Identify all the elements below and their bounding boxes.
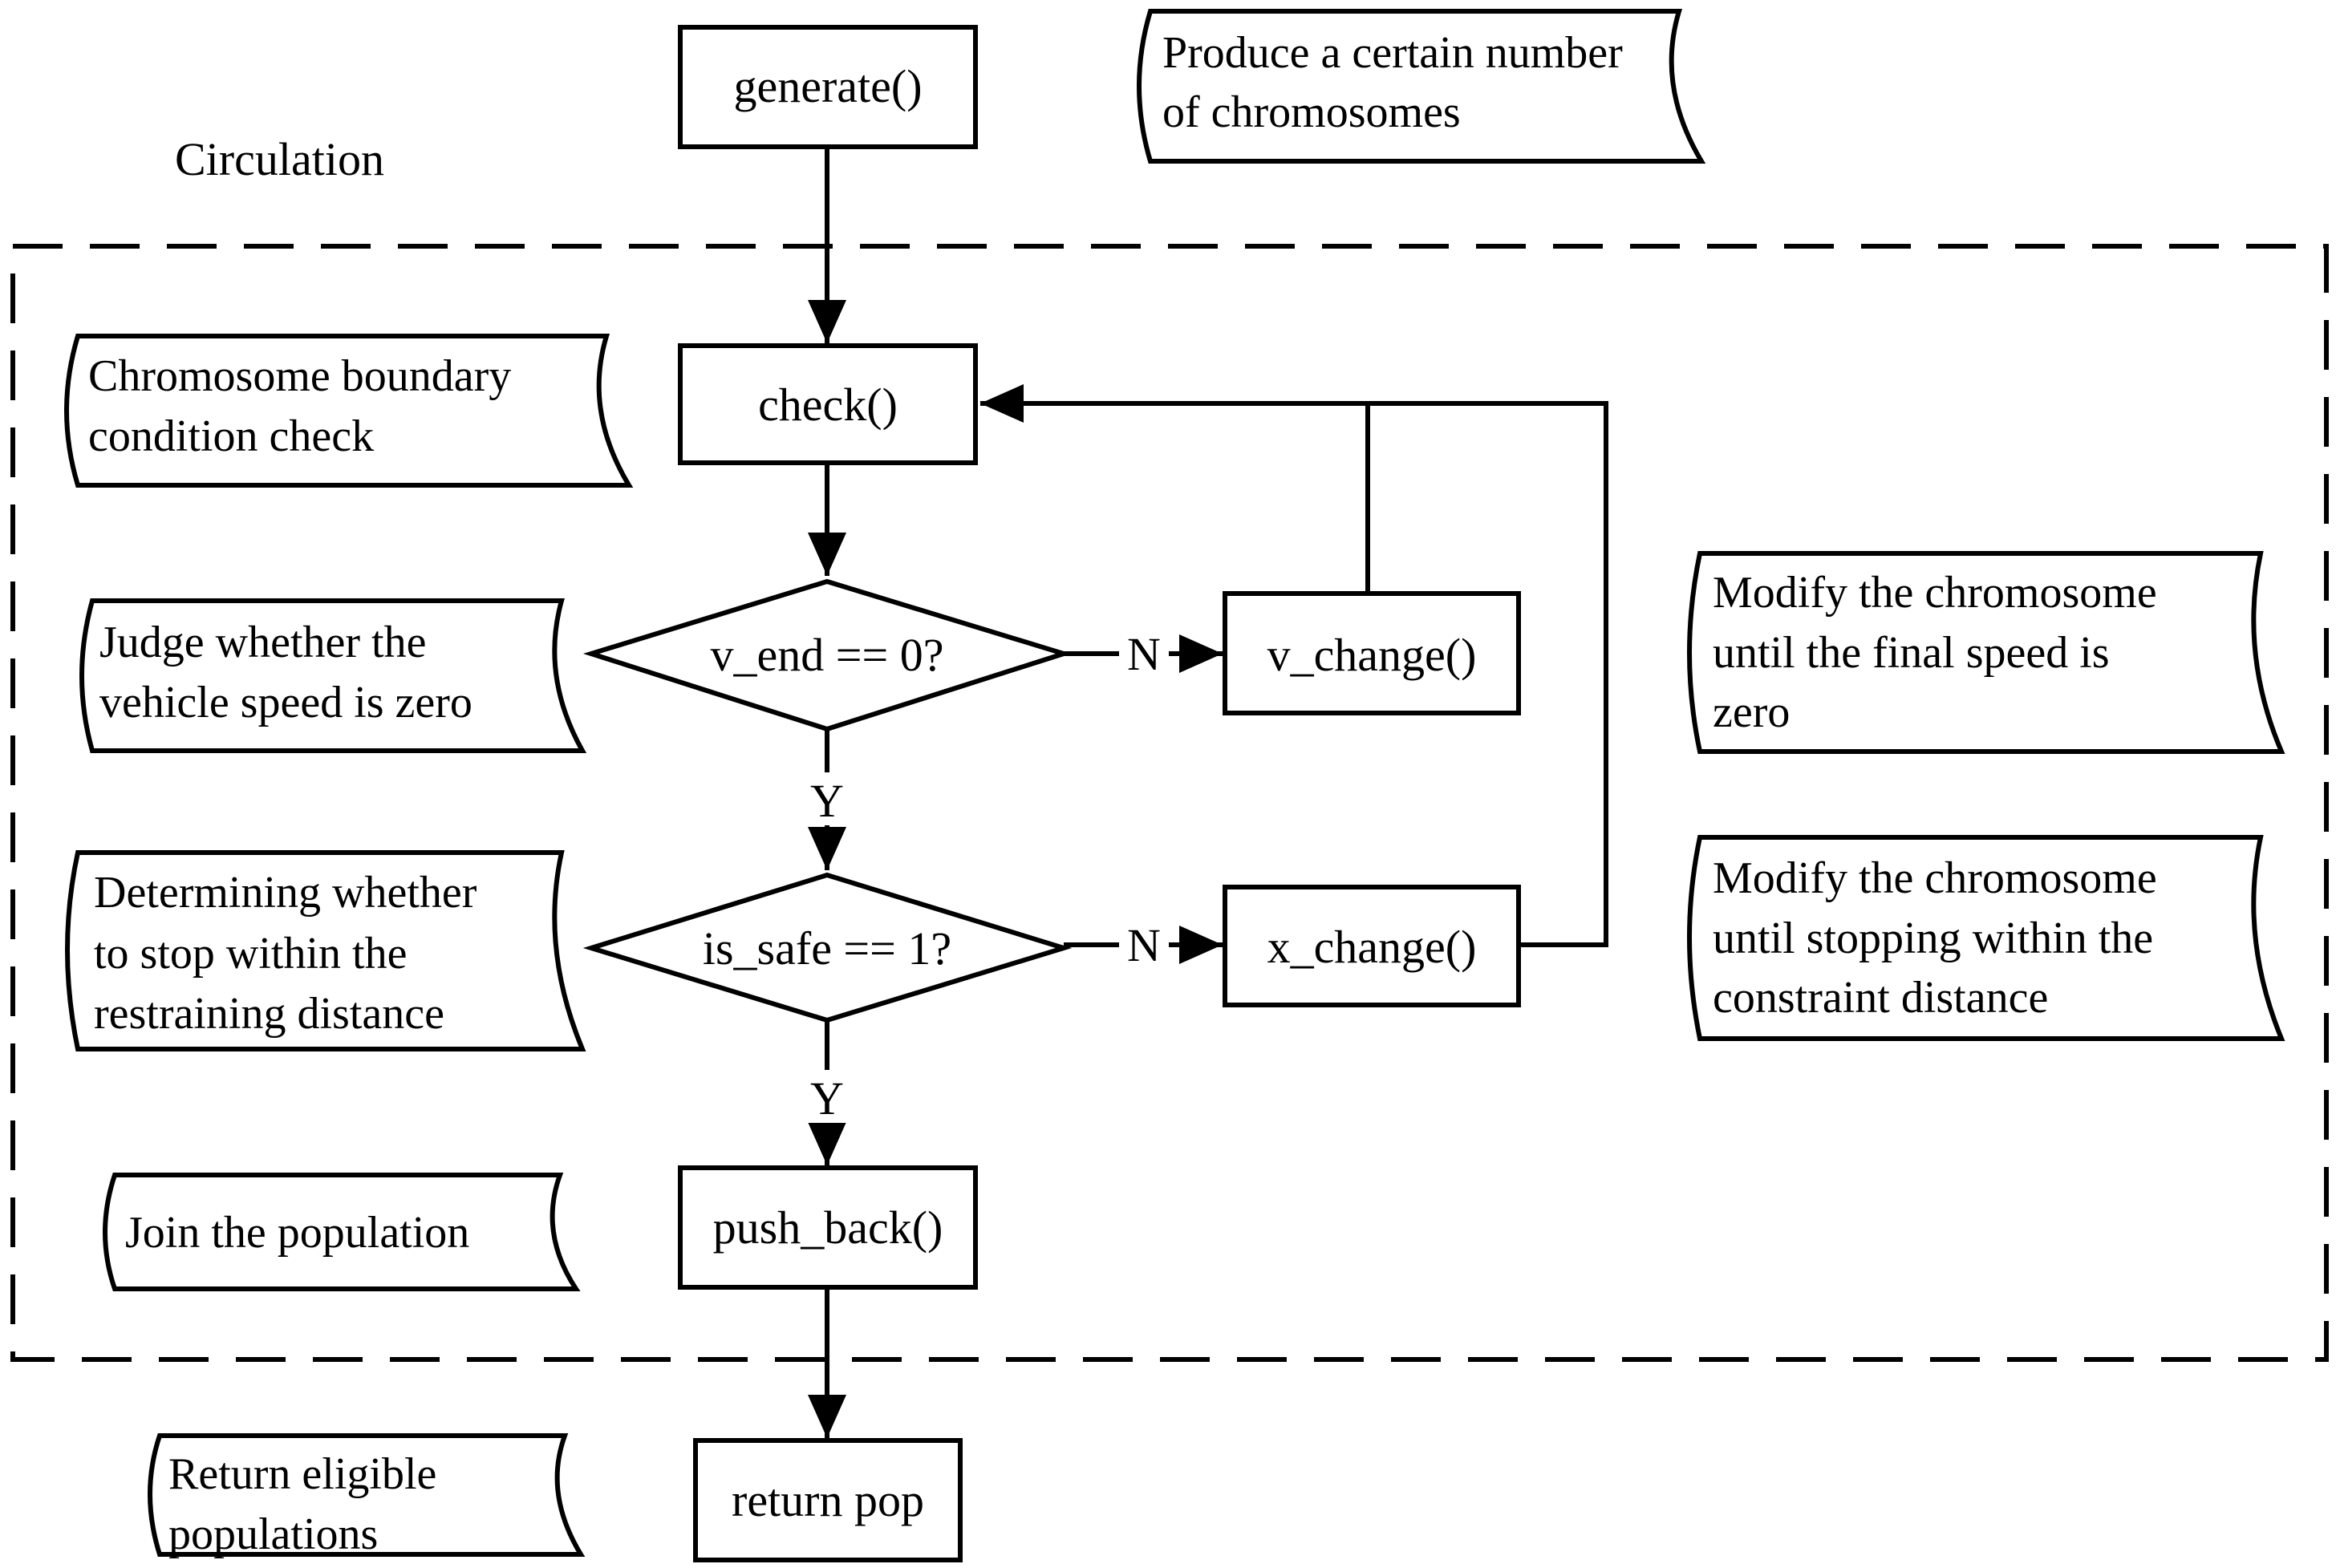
- note-v-change-shape: [1687, 551, 2285, 754]
- check-box: [678, 343, 978, 465]
- note-return-pop-line: populations: [168, 1509, 378, 1559]
- note-x-change-line: until stopping within the: [1713, 914, 2153, 963]
- note-generate-line: of chromosomes: [1162, 87, 1461, 137]
- note-push-back-text: Join the population: [125, 1208, 469, 1258]
- note-x-change-line: constraint distance: [1713, 973, 2048, 1023]
- return-pop-label: return pop: [732, 1474, 924, 1526]
- note-generate-text: Produce a certain number of chromosomes: [1162, 28, 1634, 137]
- v-end-yes-label: Y: [810, 775, 844, 827]
- note-return-pop-text: Return eligible populations: [168, 1449, 448, 1559]
- x-change-label: x_change(): [1267, 921, 1477, 973]
- process-nodes: [582, 25, 1521, 1562]
- note-is-safe-line: Determining whether: [94, 868, 477, 918]
- note-v-change-line: zero: [1713, 687, 1790, 737]
- generate-label: generate(): [733, 60, 922, 112]
- note-is-safe-shape: [65, 850, 586, 1051]
- x-change-box: [1223, 885, 1521, 1007]
- annotation-texts: Produce a certain number of chromosomes …: [88, 28, 2168, 1559]
- note-return-pop-line: Return eligible: [168, 1449, 436, 1499]
- note-is-safe-text: Determining whether to stop within the r…: [94, 868, 488, 1039]
- process-labels: generate() check() v_end == 0? is_safe =…: [703, 60, 1477, 1526]
- note-is-safe-line: restraining distance: [94, 989, 444, 1039]
- note-x-change-line: Modify the chromosome: [1713, 853, 2157, 903]
- note-v-change-line: Modify the chromosome: [1713, 568, 2157, 618]
- note-x-change-text: Modify the chromosome until stopping wit…: [1713, 853, 2168, 1023]
- note-v-change-line: until the final speed is: [1713, 628, 2110, 678]
- note-v-change-text: Modify the chromosome until the final sp…: [1713, 568, 2168, 737]
- note-v-end-shape: [79, 598, 587, 753]
- is-safe-decision-diamond: [582, 872, 1073, 1023]
- note-return-pop-shape: [148, 1433, 586, 1557]
- v-change-label: v_change(): [1267, 629, 1477, 681]
- branch-labels: N Y N Y: [802, 628, 1169, 1124]
- note-check-line: condition check: [88, 411, 374, 461]
- v-end-no-label: N: [1127, 628, 1161, 680]
- note-generate-line: Produce a certain number: [1162, 28, 1623, 78]
- note-check-text: Chromosome boundary condition check: [88, 351, 522, 461]
- return-pop-box: [693, 1438, 963, 1562]
- v-end-decision-label: v_end == 0?: [711, 629, 944, 681]
- note-is-safe-line: to stop within the: [94, 929, 407, 978]
- circulation-label: Circulation: [175, 133, 384, 185]
- is-safe-no-label: N: [1127, 919, 1161, 971]
- note-generate-shape: [1137, 9, 1706, 164]
- note-check-shape: [64, 334, 634, 488]
- note-v-end-text: Judge whether the vehicle speed is zero: [99, 618, 472, 727]
- generate-box: [678, 25, 978, 149]
- note-push-back-line: Join the population: [125, 1208, 469, 1258]
- note-push-back-shape: [103, 1173, 581, 1291]
- annotation-notes: [64, 9, 2285, 1557]
- note-v-end-line: vehicle speed is zero: [99, 678, 472, 727]
- push-back-box: [678, 1165, 978, 1290]
- loop-x-change-to-check: [980, 384, 1608, 947]
- push-back-label: push_back(): [713, 1201, 943, 1254]
- note-check-line: Chromosome boundary: [88, 351, 511, 401]
- is-safe-decision-label: is_safe == 1?: [703, 922, 951, 974]
- note-v-end-line: Judge whether the: [99, 618, 426, 667]
- v-end-decision-diamond: [582, 578, 1073, 732]
- circulation-region: [10, 244, 2329, 1362]
- check-label: check(): [758, 379, 898, 431]
- is-safe-yes-label: Y: [810, 1072, 844, 1124]
- note-x-change-shape: [1687, 835, 2285, 1041]
- v-change-box: [1223, 591, 1521, 715]
